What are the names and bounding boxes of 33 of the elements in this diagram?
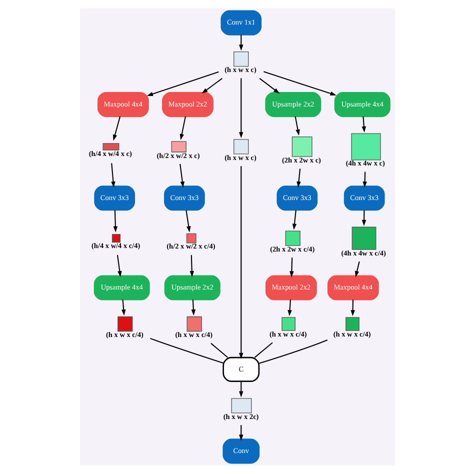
arrow	[112, 210, 118, 232]
arrow	[238, 34, 243, 51]
arrow	[350, 300, 354, 316]
arrow	[262, 71, 336, 96]
arrow	[238, 78, 243, 138]
arrow	[287, 300, 292, 316]
arrow	[361, 116, 366, 132]
arrow	[362, 172, 366, 188]
arrow	[354, 261, 360, 278]
arrow	[121, 300, 126, 316]
arrow	[185, 210, 190, 232]
connector	[258, 340, 328, 364]
arrow	[146, 71, 218, 96]
arrow	[201, 78, 222, 94]
arrow	[179, 164, 184, 188]
arrow	[190, 300, 196, 316]
arrow	[110, 163, 115, 188]
arrow	[238, 381, 243, 398]
arrow	[112, 116, 120, 141]
arrow	[258, 78, 280, 94]
arrow	[289, 258, 294, 278]
connector	[254, 342, 272, 358]
arrow	[294, 116, 300, 136]
arrow	[238, 425, 243, 441]
arrow	[189, 255, 194, 278]
connector	[150, 338, 223, 364]
arrow	[238, 166, 243, 359]
arrow	[292, 210, 296, 230]
connector	[210, 342, 228, 358]
arrow	[296, 168, 300, 188]
arrow	[179, 116, 186, 140]
arrow	[361, 210, 366, 226]
arrow	[116, 254, 122, 278]
